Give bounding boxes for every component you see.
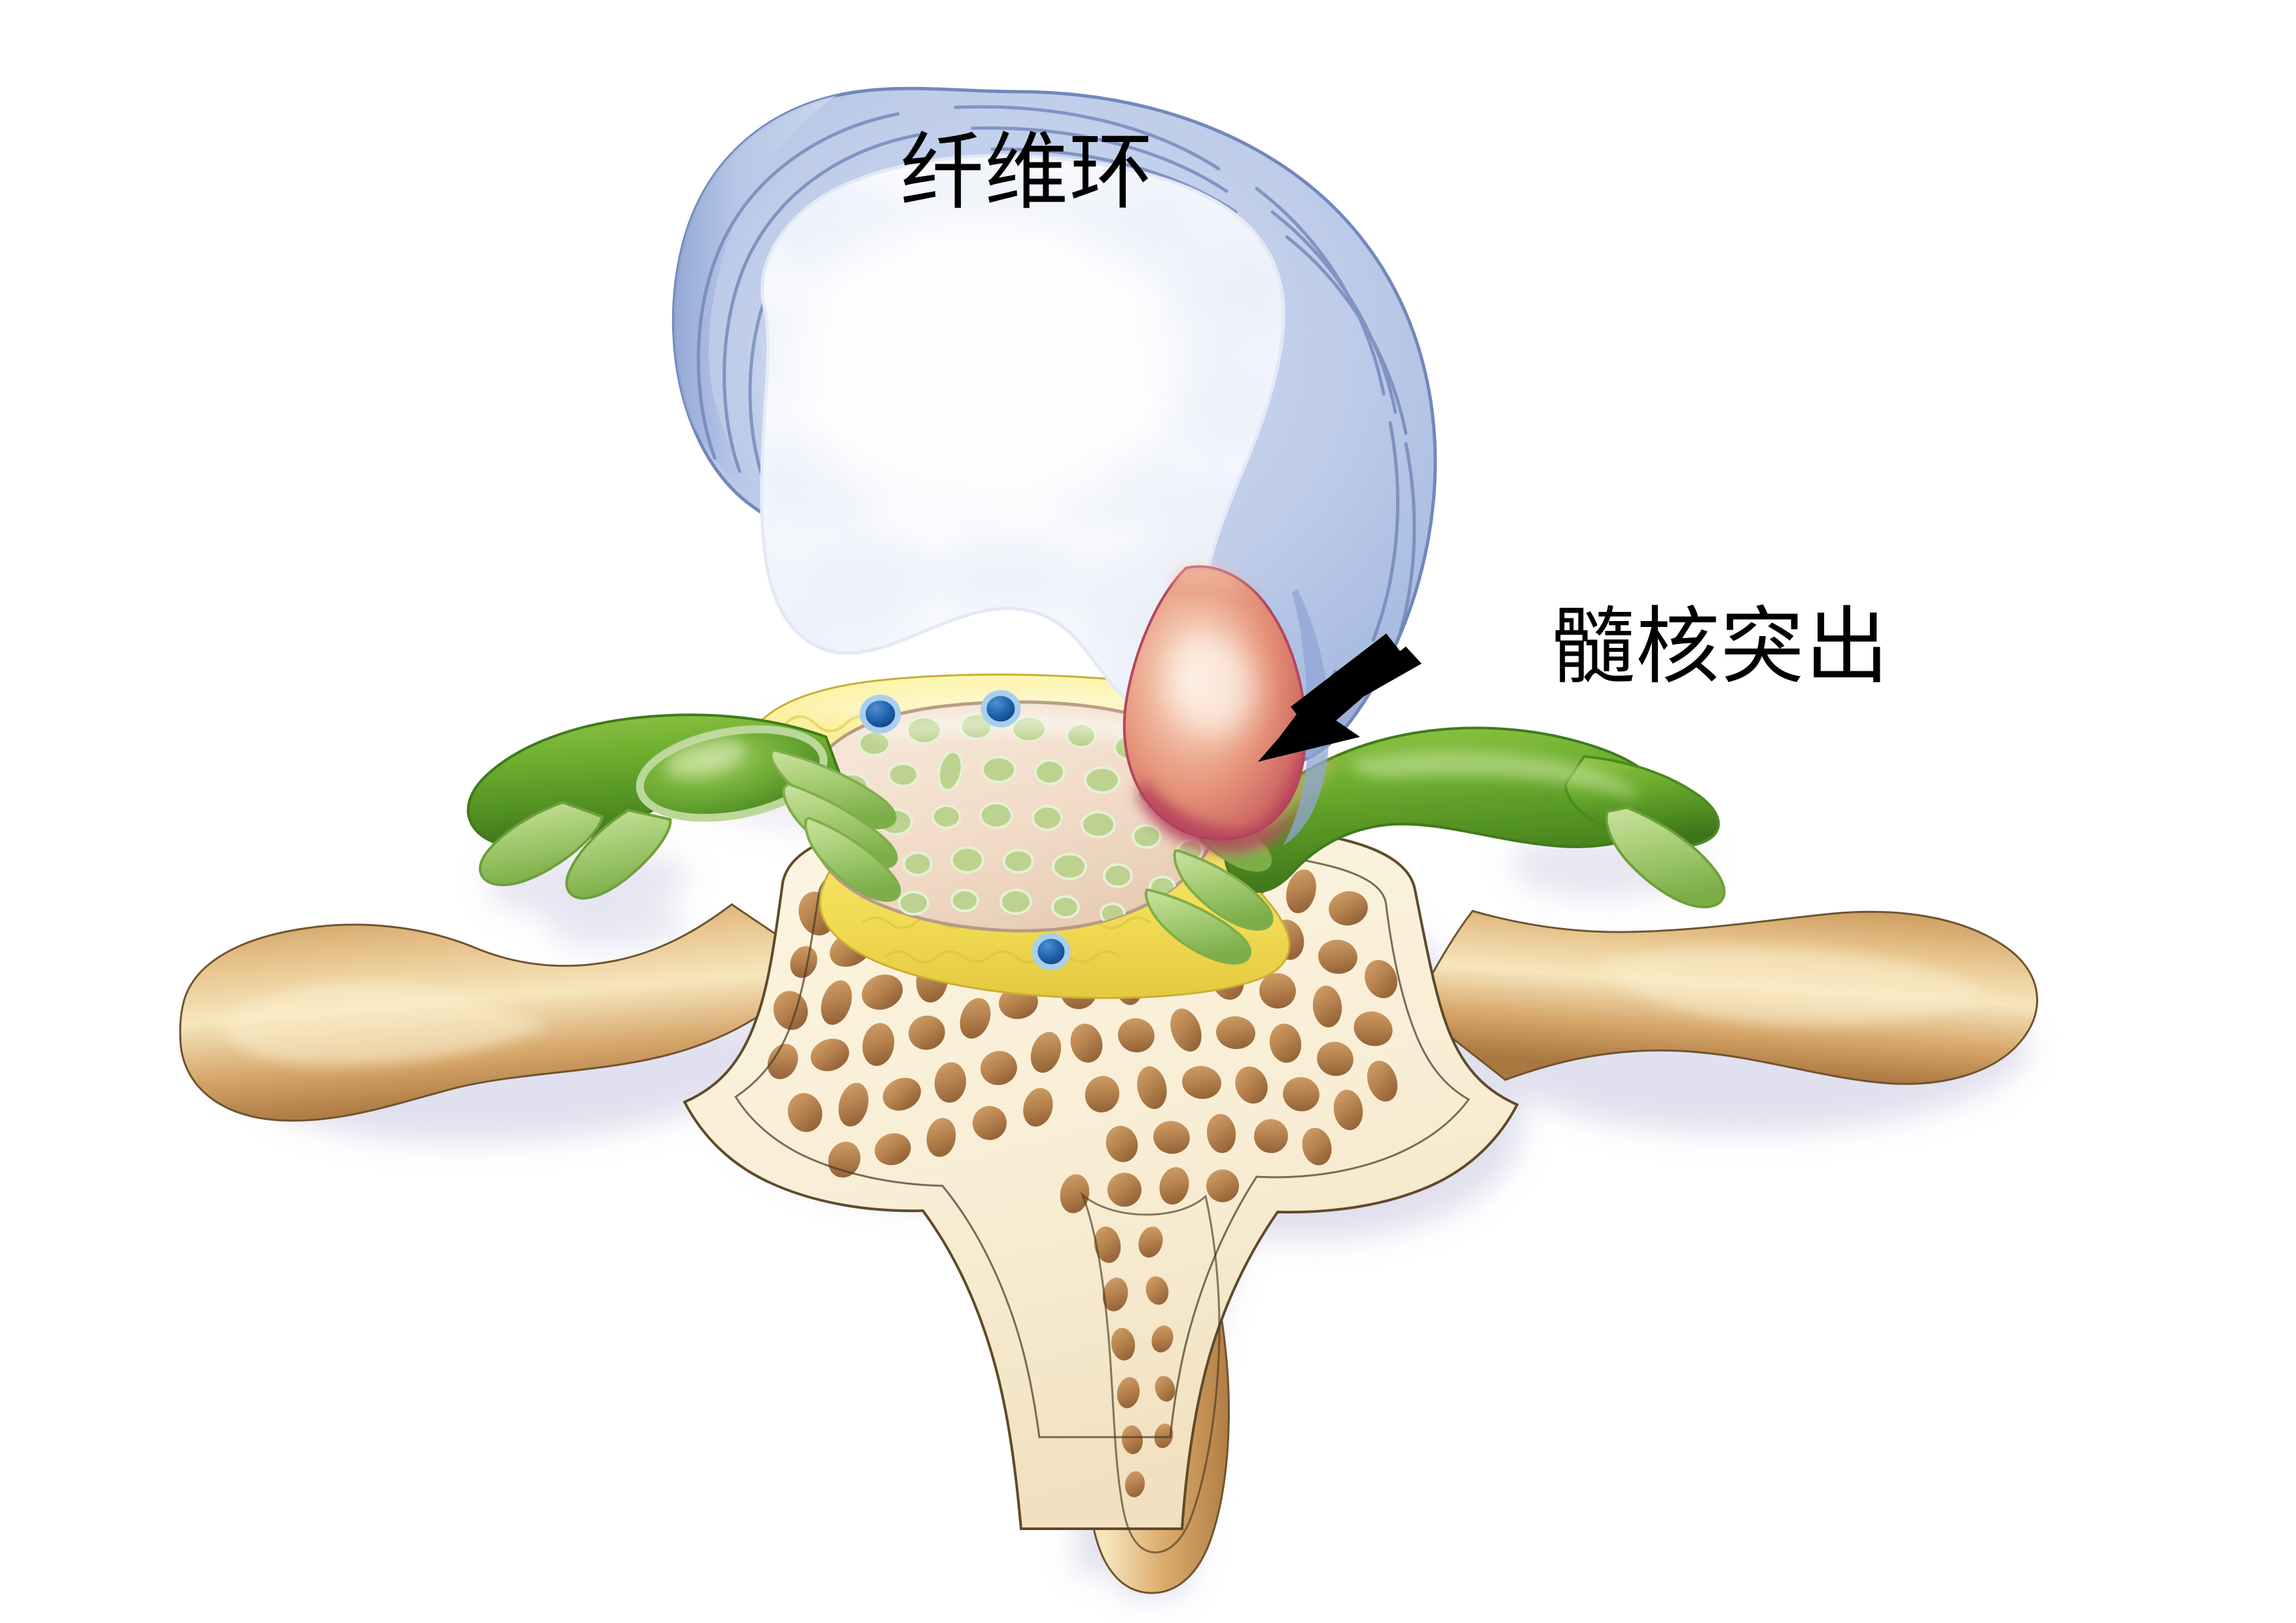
annulus-left-rim: [673, 96, 836, 503]
transverse-process-left-highlight: [223, 982, 550, 1066]
label-annulus-fibrosus: 纤维环: [900, 126, 1154, 219]
spinous-process-endosteum: [1080, 1192, 1221, 1554]
posterior-longitudinal-ligament: [1283, 589, 1330, 846]
label-nucleus-herniation: 髓核突出: [1551, 600, 1890, 694]
herniation-neck: [1174, 557, 1258, 605]
nerve-branch-right-2: [1605, 806, 1726, 909]
nerve-root-right-highlight: [1348, 750, 1640, 800]
herniation-highlight: [1171, 633, 1253, 736]
epidural-vein-posterior: [1031, 933, 1071, 971]
epidural-vein-anterior-right: [980, 690, 1021, 728]
nerve-rootlet-right-c: [1145, 889, 1251, 965]
nerve-rootlet-right-b: [1173, 849, 1274, 931]
nerve-rootlet-left-c: [804, 816, 901, 902]
nucleus-pulposus-core-highlight: [785, 216, 1178, 517]
herniation-inflamed-rim: [1136, 779, 1309, 853]
nerve-roots-group: [467, 713, 1726, 965]
epidural-veins-group: [859, 690, 1071, 971]
intervertebral-disc-group: [672, 86, 1437, 853]
epidural-vein-anterior-left: [859, 694, 901, 734]
dorsal-root-ganglion-left-highlight: [666, 740, 745, 776]
herniation-pointer-arrow: [1258, 633, 1422, 762]
vertebra-bone-group: [179, 816, 2038, 1594]
transverse-process-right-highlight: [1597, 947, 1990, 1026]
nerve-branch-left-1: [478, 800, 604, 887]
nerve-branch-left-2: [565, 808, 672, 900]
